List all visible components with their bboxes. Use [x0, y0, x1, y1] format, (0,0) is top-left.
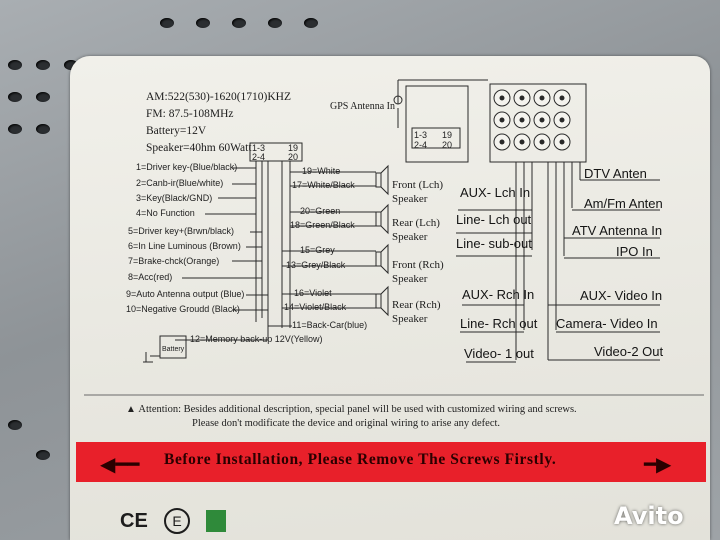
connector-row2-left: 2-4	[252, 152, 266, 162]
wire-label-9: 9=Auto Antenna output (Blue)	[126, 289, 245, 299]
wire-label-18: 18=Green/Black	[290, 220, 355, 230]
wire-label-20: 20=Green	[300, 206, 341, 216]
wire-label-1: 1=Driver key-(Blue/black)	[136, 162, 238, 172]
arrow-left-icon: ◀━━	[100, 454, 140, 476]
rca-am-fm-anten: Am/Fm Anten	[584, 196, 663, 211]
rca-aux-video-in: AUX- Video In	[580, 288, 663, 303]
avito-watermark: Avito	[614, 502, 684, 530]
chassis-hole	[8, 92, 22, 102]
wire-label-3: 3=Key(Black/GND)	[136, 193, 213, 203]
wire-label-15: 15=Grey	[300, 245, 335, 255]
rca-line-sub-out: Line- sub-out	[456, 236, 532, 251]
spec-battery: Battery=12V	[146, 125, 207, 137]
connector-row1-right: 19	[288, 143, 299, 153]
rca-line-rch-out: Line- Rch out	[460, 316, 538, 331]
connector-row1-left: 1-3	[252, 143, 266, 153]
wire-label-8: 8=Acc(red)	[128, 272, 173, 282]
spec-am: AM:522(530)-1620(1710)KHZ	[146, 91, 292, 103]
chassis-hole	[8, 420, 22, 430]
battery-box-label: Battery	[162, 346, 185, 353]
wire-label-11: 11=Back-Car(blue)	[292, 320, 368, 330]
rca-ipo-in: IPO In	[616, 244, 653, 259]
wire-label-14: 14=Violet/Black	[284, 302, 347, 312]
ce-logo: CE	[120, 510, 148, 532]
rca-atv-antenna-in: ATV Antenna In	[572, 223, 663, 238]
rca-camera-video-in: Camera- Video In	[556, 316, 658, 331]
wire-label-16: 16=Violet	[294, 288, 332, 298]
chassis-hole	[268, 18, 282, 28]
wire-label-5: 5=Driver key+(Brwn/black)	[128, 226, 235, 236]
inner-connector-row1-right: 19	[442, 130, 453, 140]
wire-label-4: 4=No Function	[136, 208, 195, 218]
attention-line-1: ▲ Attention: Besides additional descript…	[126, 404, 577, 415]
inner-connector-row2-right: 20	[442, 140, 453, 150]
chassis-hole	[64, 60, 78, 70]
connector-row2-right: 20	[288, 152, 299, 162]
warning-icon: ▲	[126, 404, 139, 415]
wire-label-13: 13=Grey/Black	[286, 260, 346, 270]
speaker-rear-left: Rear (Lch)Speaker	[392, 217, 440, 243]
chassis-hole	[304, 18, 318, 28]
speaker-rear-right: Rear (Rch)Speaker	[392, 299, 441, 325]
wire-label-10: 10=Negative Groudd (Black)	[126, 304, 240, 314]
chassis-hole	[36, 124, 50, 134]
chassis-hole	[232, 18, 246, 28]
speaker-front-right: Front (Rch)Speaker	[392, 259, 444, 285]
rca-aux-lch-in: AUX- Lch In	[460, 185, 531, 200]
chassis-hole	[8, 60, 22, 70]
chassis-hole	[160, 18, 174, 28]
gps-antenna-label: GPS Antenna In	[330, 101, 395, 112]
green-mark-icon	[206, 510, 226, 532]
wire-label-7: 7=Brake-chck(Orange)	[128, 256, 220, 266]
e-mark-logo: E	[164, 508, 190, 534]
memory-wire-label: 12=Memory back-up 12V(Yellow)	[190, 334, 323, 344]
rca-line-lch-out: Line- Lch out	[456, 212, 532, 227]
chassis-hole	[36, 450, 50, 460]
wire-label-17: 17=White/Black	[292, 180, 355, 190]
spec-speaker: Speaker=40hm 60Watt	[146, 142, 252, 154]
wire-label-2: 2=Canb-ir(Blue/white)	[136, 178, 224, 188]
wire-label-6: 6=In Line Luminous (Brown)	[128, 241, 241, 251]
speaker-front-left: Front (Lch)Speaker	[392, 179, 444, 205]
attention-line-2: Please don't modificate the device and o…	[192, 418, 501, 429]
chassis-hole	[36, 60, 50, 70]
chassis-hole	[36, 92, 50, 102]
arrow-right-icon: ━▶	[644, 454, 672, 476]
rca-dtv-anten: DTV Anten	[584, 166, 647, 181]
spec-fm: FM: 87.5-108MHz	[146, 108, 234, 120]
inner-connector-row2-left: 2-4	[414, 140, 428, 150]
rca-video-2-out: Video-2 Out	[594, 344, 664, 359]
chassis-hole	[196, 18, 210, 28]
wire-label-19: 19=White	[302, 166, 341, 176]
chassis-hole	[8, 124, 22, 134]
banner-text: Before Installation, Please Remove The S…	[164, 451, 557, 468]
inner-connector-row1-left: 1-3	[414, 130, 428, 140]
rca-aux-rch-in: AUX- Rch In	[462, 287, 535, 302]
rca-video-1-out: Video- 1 out	[464, 346, 534, 361]
installation-banner	[76, 442, 706, 482]
